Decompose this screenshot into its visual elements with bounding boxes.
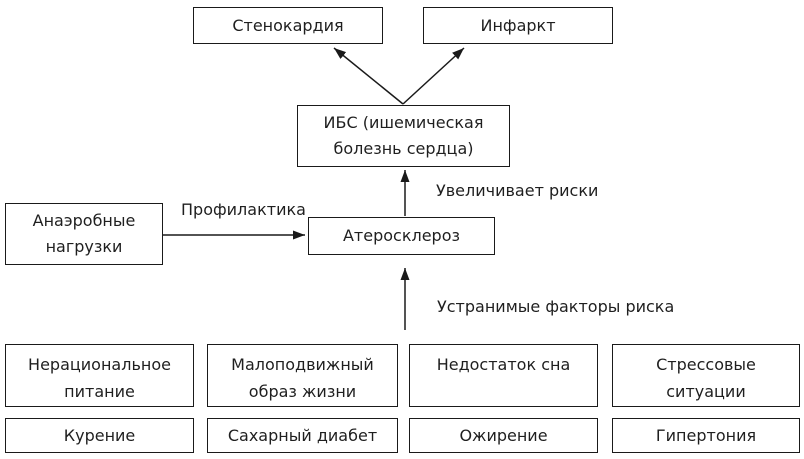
node-infarkt: Инфаркт — [423, 7, 613, 44]
node-risk-hypertension: Гипертония — [612, 418, 800, 453]
node-risk-smoking: Курение — [5, 418, 194, 453]
node-atherosclerosis: Атеросклероз — [308, 217, 495, 255]
node-ibs: ИБС (ишемическая болезнь сердца) — [297, 105, 510, 167]
node-risk-stress-situations: Стрессовые ситуации — [612, 344, 800, 407]
node-risk-irrational-nutrition: Нерациональное питание — [5, 344, 194, 407]
arrow-ibs-to-infarkt — [402, 47, 465, 105]
node-risk-lack-of-sleep: Недостаток сна — [409, 344, 598, 407]
node-risk-diabetes: Сахарный диабет — [207, 418, 398, 453]
edge-label-increases-risks: Увеличивает риски — [436, 181, 599, 200]
arrow-ibs-to-stenokardia — [333, 47, 404, 105]
node-risk-obesity: Ожирение — [409, 418, 598, 453]
node-risk-sedentary-lifestyle: Малоподвижный образ жизни — [207, 344, 398, 407]
node-anaerobic-load: Анаэробные нагрузки — [5, 203, 163, 265]
node-stenokardia: Стенокардия — [193, 7, 383, 44]
edge-label-prophylaxis: Профилактика — [181, 200, 306, 219]
edge-label-removable-risk-factors: Устранимые факторы риска — [437, 297, 675, 316]
